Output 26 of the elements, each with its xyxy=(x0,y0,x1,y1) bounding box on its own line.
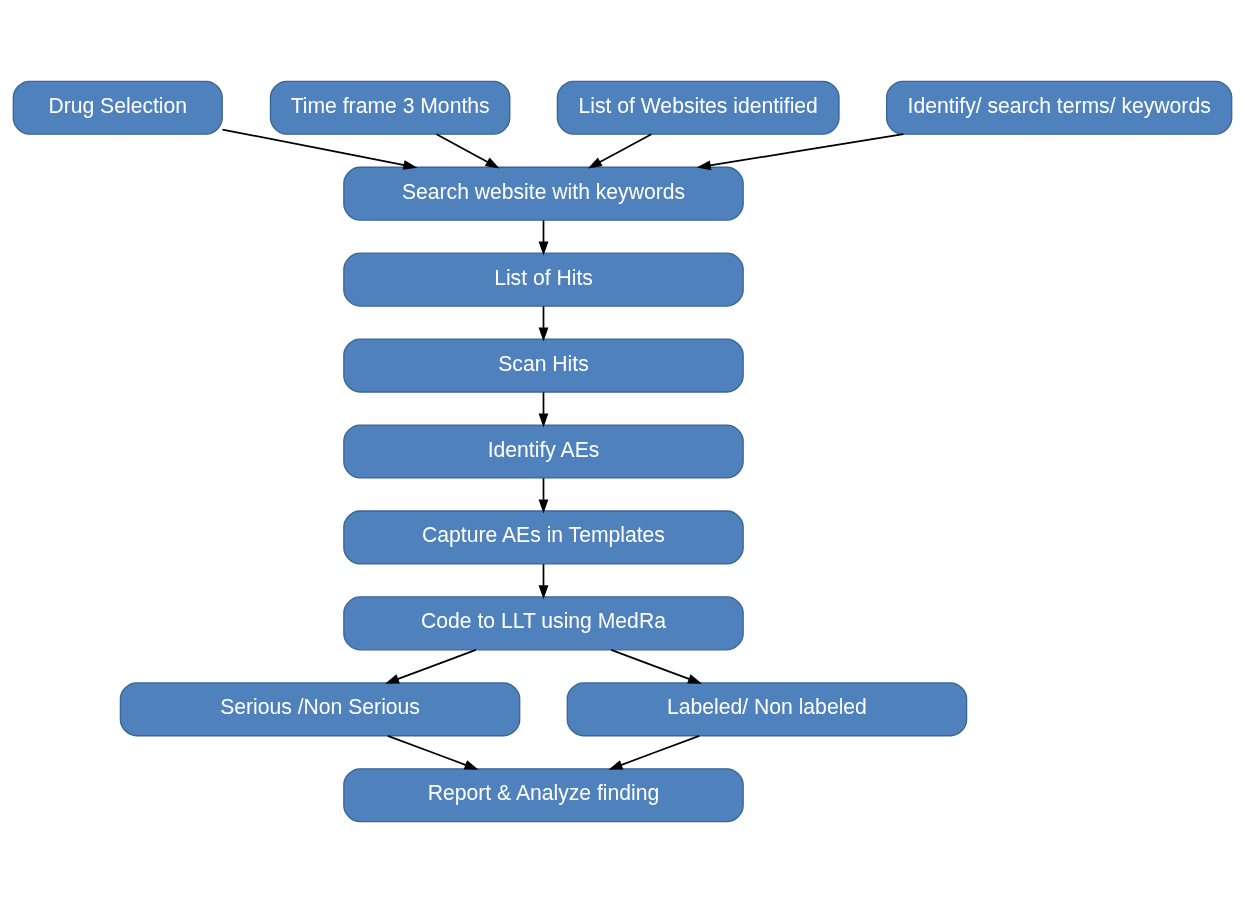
arrow xyxy=(386,735,479,770)
node-box: Capture AEs in Templates xyxy=(343,510,744,565)
node-box: Scan Hits xyxy=(343,338,744,393)
node-box: Report & Analyze finding xyxy=(343,768,744,823)
arrow xyxy=(608,735,701,770)
arrow xyxy=(538,563,549,600)
node-box: Code to LLT using MedRa xyxy=(343,596,744,651)
node-box: List of Websites identified xyxy=(556,80,840,135)
arrow xyxy=(538,305,549,342)
arrow xyxy=(696,133,905,171)
node-box: Identify/ search terms/ keywords xyxy=(885,80,1233,135)
arrow xyxy=(538,477,549,514)
node-box: Labeled/ Non labeled xyxy=(566,682,968,737)
arrow xyxy=(587,133,653,169)
node-box: Drug Selection xyxy=(12,80,223,135)
arrow xyxy=(610,649,702,684)
arrow xyxy=(221,128,418,170)
arrow xyxy=(385,649,477,684)
node-box: List of Hits xyxy=(343,252,744,307)
arrow xyxy=(538,391,549,428)
node-box: Identify AEs xyxy=(343,424,744,479)
arrow xyxy=(435,133,500,169)
node-box: Search website with keywords xyxy=(343,166,744,221)
arrow xyxy=(538,219,549,256)
node-box: Time frame 3 Months xyxy=(269,80,511,135)
node-box: Serious /Non Serious xyxy=(119,682,521,737)
